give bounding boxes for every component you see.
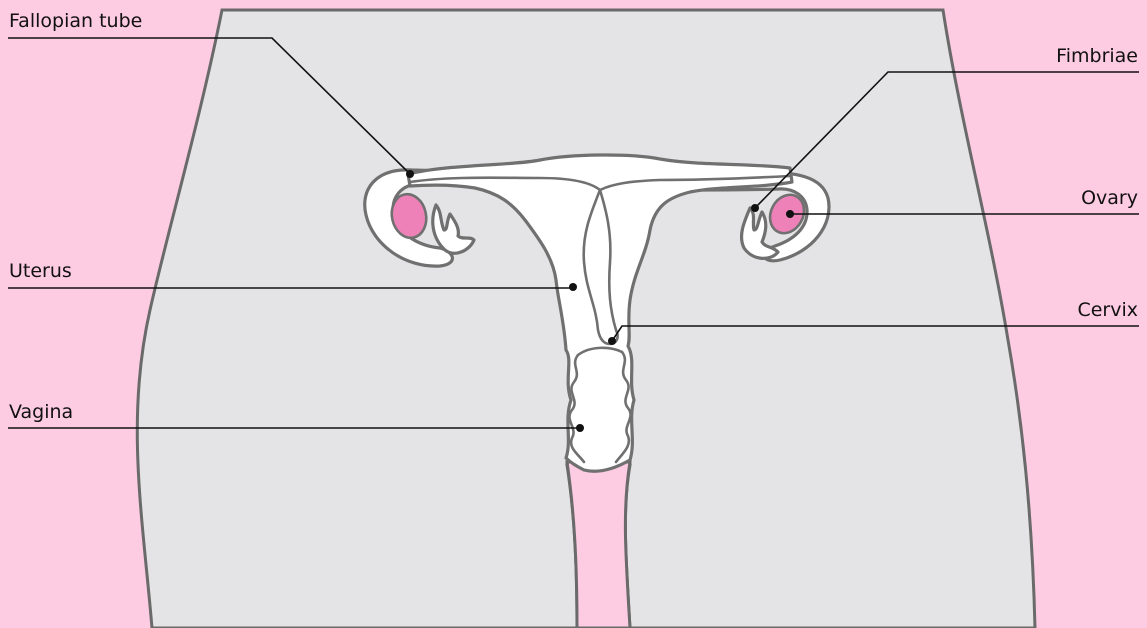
dot-vagina bbox=[576, 424, 584, 432]
dot-fallopian-tube bbox=[406, 170, 414, 178]
label-fimbriae: Fimbriae bbox=[1056, 45, 1138, 67]
dot-cervix bbox=[608, 337, 616, 345]
leg-gap bbox=[567, 462, 630, 628]
label-ovary: Ovary bbox=[1081, 187, 1138, 209]
label-uterus: Uterus bbox=[9, 260, 72, 282]
dot-uterus bbox=[569, 283, 577, 291]
label-cervix: Cervix bbox=[1077, 299, 1138, 321]
label-fallopian-tube: Fallopian tube bbox=[9, 10, 142, 32]
label-vagina: Vagina bbox=[9, 401, 73, 423]
dot-fimbriae bbox=[751, 204, 759, 212]
dot-ovary bbox=[786, 210, 794, 218]
